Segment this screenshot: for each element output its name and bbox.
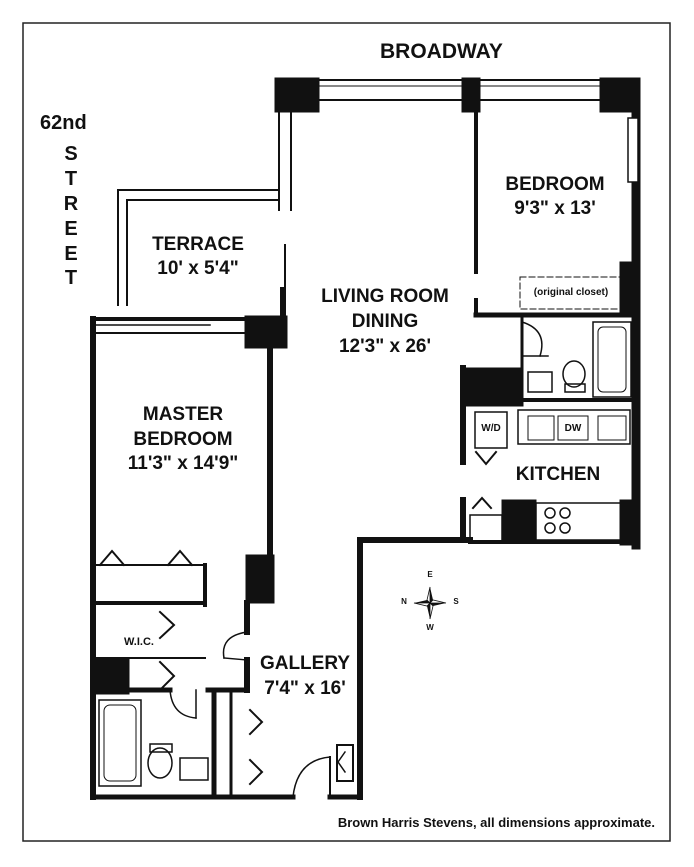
street-letter: T xyxy=(64,168,78,190)
master-bedroom-name-2: BEDROOM xyxy=(133,429,233,450)
street-letter: T xyxy=(64,267,78,289)
bedroom-name: BEDROOM xyxy=(505,174,605,195)
terrace-dims: 10' x 5'4" xyxy=(157,258,239,279)
street-62nd-label: 62nd xyxy=(40,112,87,134)
compass-north: N xyxy=(401,597,407,606)
wic-label: W.I.C. xyxy=(124,636,154,648)
column-block xyxy=(244,315,288,349)
compass-east: E xyxy=(427,570,433,579)
street-letter: E xyxy=(64,218,78,240)
kitchen-name: KITCHEN xyxy=(515,464,601,485)
column-block xyxy=(461,77,481,113)
gallery-name: GALLERY xyxy=(259,653,351,674)
living-room-name: LIVING ROOM xyxy=(321,286,449,307)
street-letter: E xyxy=(64,243,78,265)
master-bedroom-name-1: MASTER xyxy=(142,404,224,425)
page-border xyxy=(22,22,671,842)
compass-west: W xyxy=(426,623,434,632)
corner-block xyxy=(274,77,320,113)
washer-dryer-label: W/D xyxy=(481,423,501,434)
corner-block xyxy=(599,77,641,113)
dishwasher-label: DW xyxy=(564,423,582,434)
living-room-dims: 12'3" x 26' xyxy=(338,336,431,357)
gallery-dims: 7'4" x 16' xyxy=(264,678,346,699)
compass-icon xyxy=(413,586,447,620)
terrace-name: TERRACE xyxy=(152,234,244,255)
master-bedroom-dims: 11'3" x 14'9" xyxy=(127,453,239,474)
street-letter: S xyxy=(64,143,78,165)
street-letter: R xyxy=(63,193,79,215)
bedroom-dims: 9'3" x 13' xyxy=(514,198,596,219)
street-broadway-label: BROADWAY xyxy=(380,40,503,63)
walls xyxy=(90,77,641,800)
compass-south: S xyxy=(453,597,459,606)
original-closet-label: (original closet) xyxy=(533,287,609,298)
footer-note: Brown Harris Stevens, all dimensions app… xyxy=(337,815,655,830)
column-block xyxy=(245,554,275,604)
dining-name: DINING xyxy=(351,311,419,332)
